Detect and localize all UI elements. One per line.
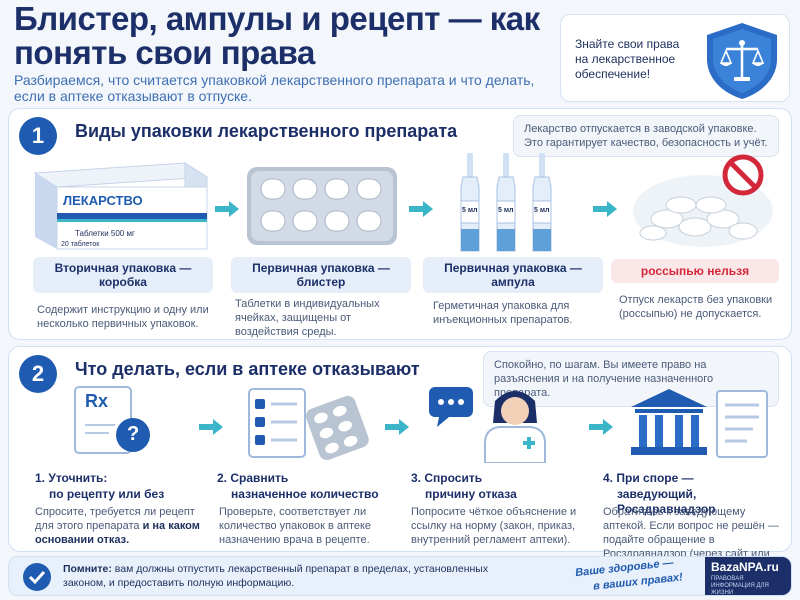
packaging-item-desc: Таблетки в индивидуальных ячейках, защищ… [235,298,380,338]
step-number: 3. [411,471,422,485]
packaging-item-loose: россыпью нельзя Отпуск лекарств без упак… [611,259,779,339]
packaging-item-desc: Отпуск лекарств без упаковки (россыпью) … [619,294,773,320]
pharmacist-chat-icon [429,387,546,463]
footer-reminder: Помните: вам должны отпустить лекарствен… [8,556,792,596]
arrow-right-icon [593,201,617,217]
ampoules-image [460,153,552,252]
box-brand-text: ЛЕКАРСТВО [63,193,143,208]
loose-forbidden-badge: россыпью нельзя [611,259,779,283]
step-title-line2: назначенное количество [231,487,379,501]
brand-logo[interactable]: BazaNPA.ru ПРАВОВАЯ ИНФОРМАЦИЯ ДЛЯ ЖИЗНИ [705,557,791,596]
step-desc: Попросите чёткое объяснение и ссылку на … [411,506,577,546]
packaging-item-desc: Герметичная упаковка для инъекционных пр… [433,300,573,326]
step-number: 4. [603,471,614,485]
section-number: 2 [19,355,57,393]
blister-pack-image [247,167,397,245]
rights-callout-text: Знайте свои права на лекарственное обесп… [575,37,680,81]
ampoule-label: 5 мл [534,207,550,214]
checklist-blister-icon [248,388,369,460]
arrow-right-icon [589,419,613,435]
step-title: Сравнить [230,471,289,485]
section-title: Что делать, если в аптеке отказывают [75,359,420,379]
arrow-right-icon [385,419,409,435]
packaging-item-blister: Первичная упаковка — блистер Таблетки в … [231,257,411,338]
step-title-line2: заведующий, Росздравнадзор [617,487,716,516]
step-title: Спросить [424,471,483,485]
box-count-text: 20 таблеток [61,241,100,248]
packaging-item-box: Вторичная упаковка — коробка Содержит ин… [33,257,213,337]
section-title: Виды упаковки лекарственного препарата [75,121,458,141]
packaging-item-desc: Содержит инструкцию и одну или несколько… [37,304,209,330]
rx-symbol: Rx [85,391,109,411]
step-title-line2: по рецепту или без [49,487,165,501]
section-number: 1 [19,117,57,155]
ampoule-label: 5 мл [462,207,478,214]
arrow-right-icon [215,201,239,217]
brand-name: BazaNPA.ru [711,560,779,574]
packaging-item-label: Первичная упаковка — ампула [423,257,603,293]
medicine-box-image [33,162,209,250]
step-number: 1. [35,471,46,485]
page-title: Блистер, ампулы и рецепт — как понять св… [14,0,540,71]
section-packaging: 1 Виды упаковки лекарственного препарата… [8,108,792,340]
packaging-item-label: Первичная упаковка — блистер [231,257,411,293]
question-mark-icon: ? [127,423,140,445]
packaging-item-label: Вторичная упаковка — коробка [33,257,213,293]
step-desc: Проверьте, соответствует ли количество у… [219,506,372,546]
brand-tagline: ПРАВОВАЯ ИНФОРМАЦИЯ ДЛЯ ЖИЗНИ [711,576,769,596]
shield-scales-icon [707,23,777,99]
packaging-item-ampoule: Первичная упаковка — ампула Герметичная … [423,257,603,337]
section-note: Лекарство отпускается в заводской упаков… [513,115,779,157]
slogan: Ваше здоровье — в ваших правах! [567,557,707,596]
footer-text: Помните: вам должны отпустить лекарствен… [63,563,489,589]
arrow-right-icon [199,419,223,435]
ampoule-label: 5 мл [498,207,514,214]
step-title: Уточнить: [48,471,108,485]
prescription-question-icon [74,386,150,454]
authority-building-icon [631,389,768,458]
box-dose-text: Таблетки 500 мг [75,229,135,238]
step-number: 2. [217,471,228,485]
step-title-line2: причину отказа [425,487,517,501]
check-icon [23,563,51,591]
loose-pills-image [633,154,773,247]
section-refusal-steps: 2 Что делать, если в аптеке отказывают С… [8,346,792,574]
step-title: При споре — [616,471,694,485]
rights-callout: Знайте свои права на лекарственное обесп… [560,14,790,102]
page-subtitle: Разбираемся, что считается упаковкой лек… [14,72,535,104]
arrow-right-icon [409,201,433,217]
step-desc: Спросите, требуется ли рецепт для этого … [35,506,200,546]
